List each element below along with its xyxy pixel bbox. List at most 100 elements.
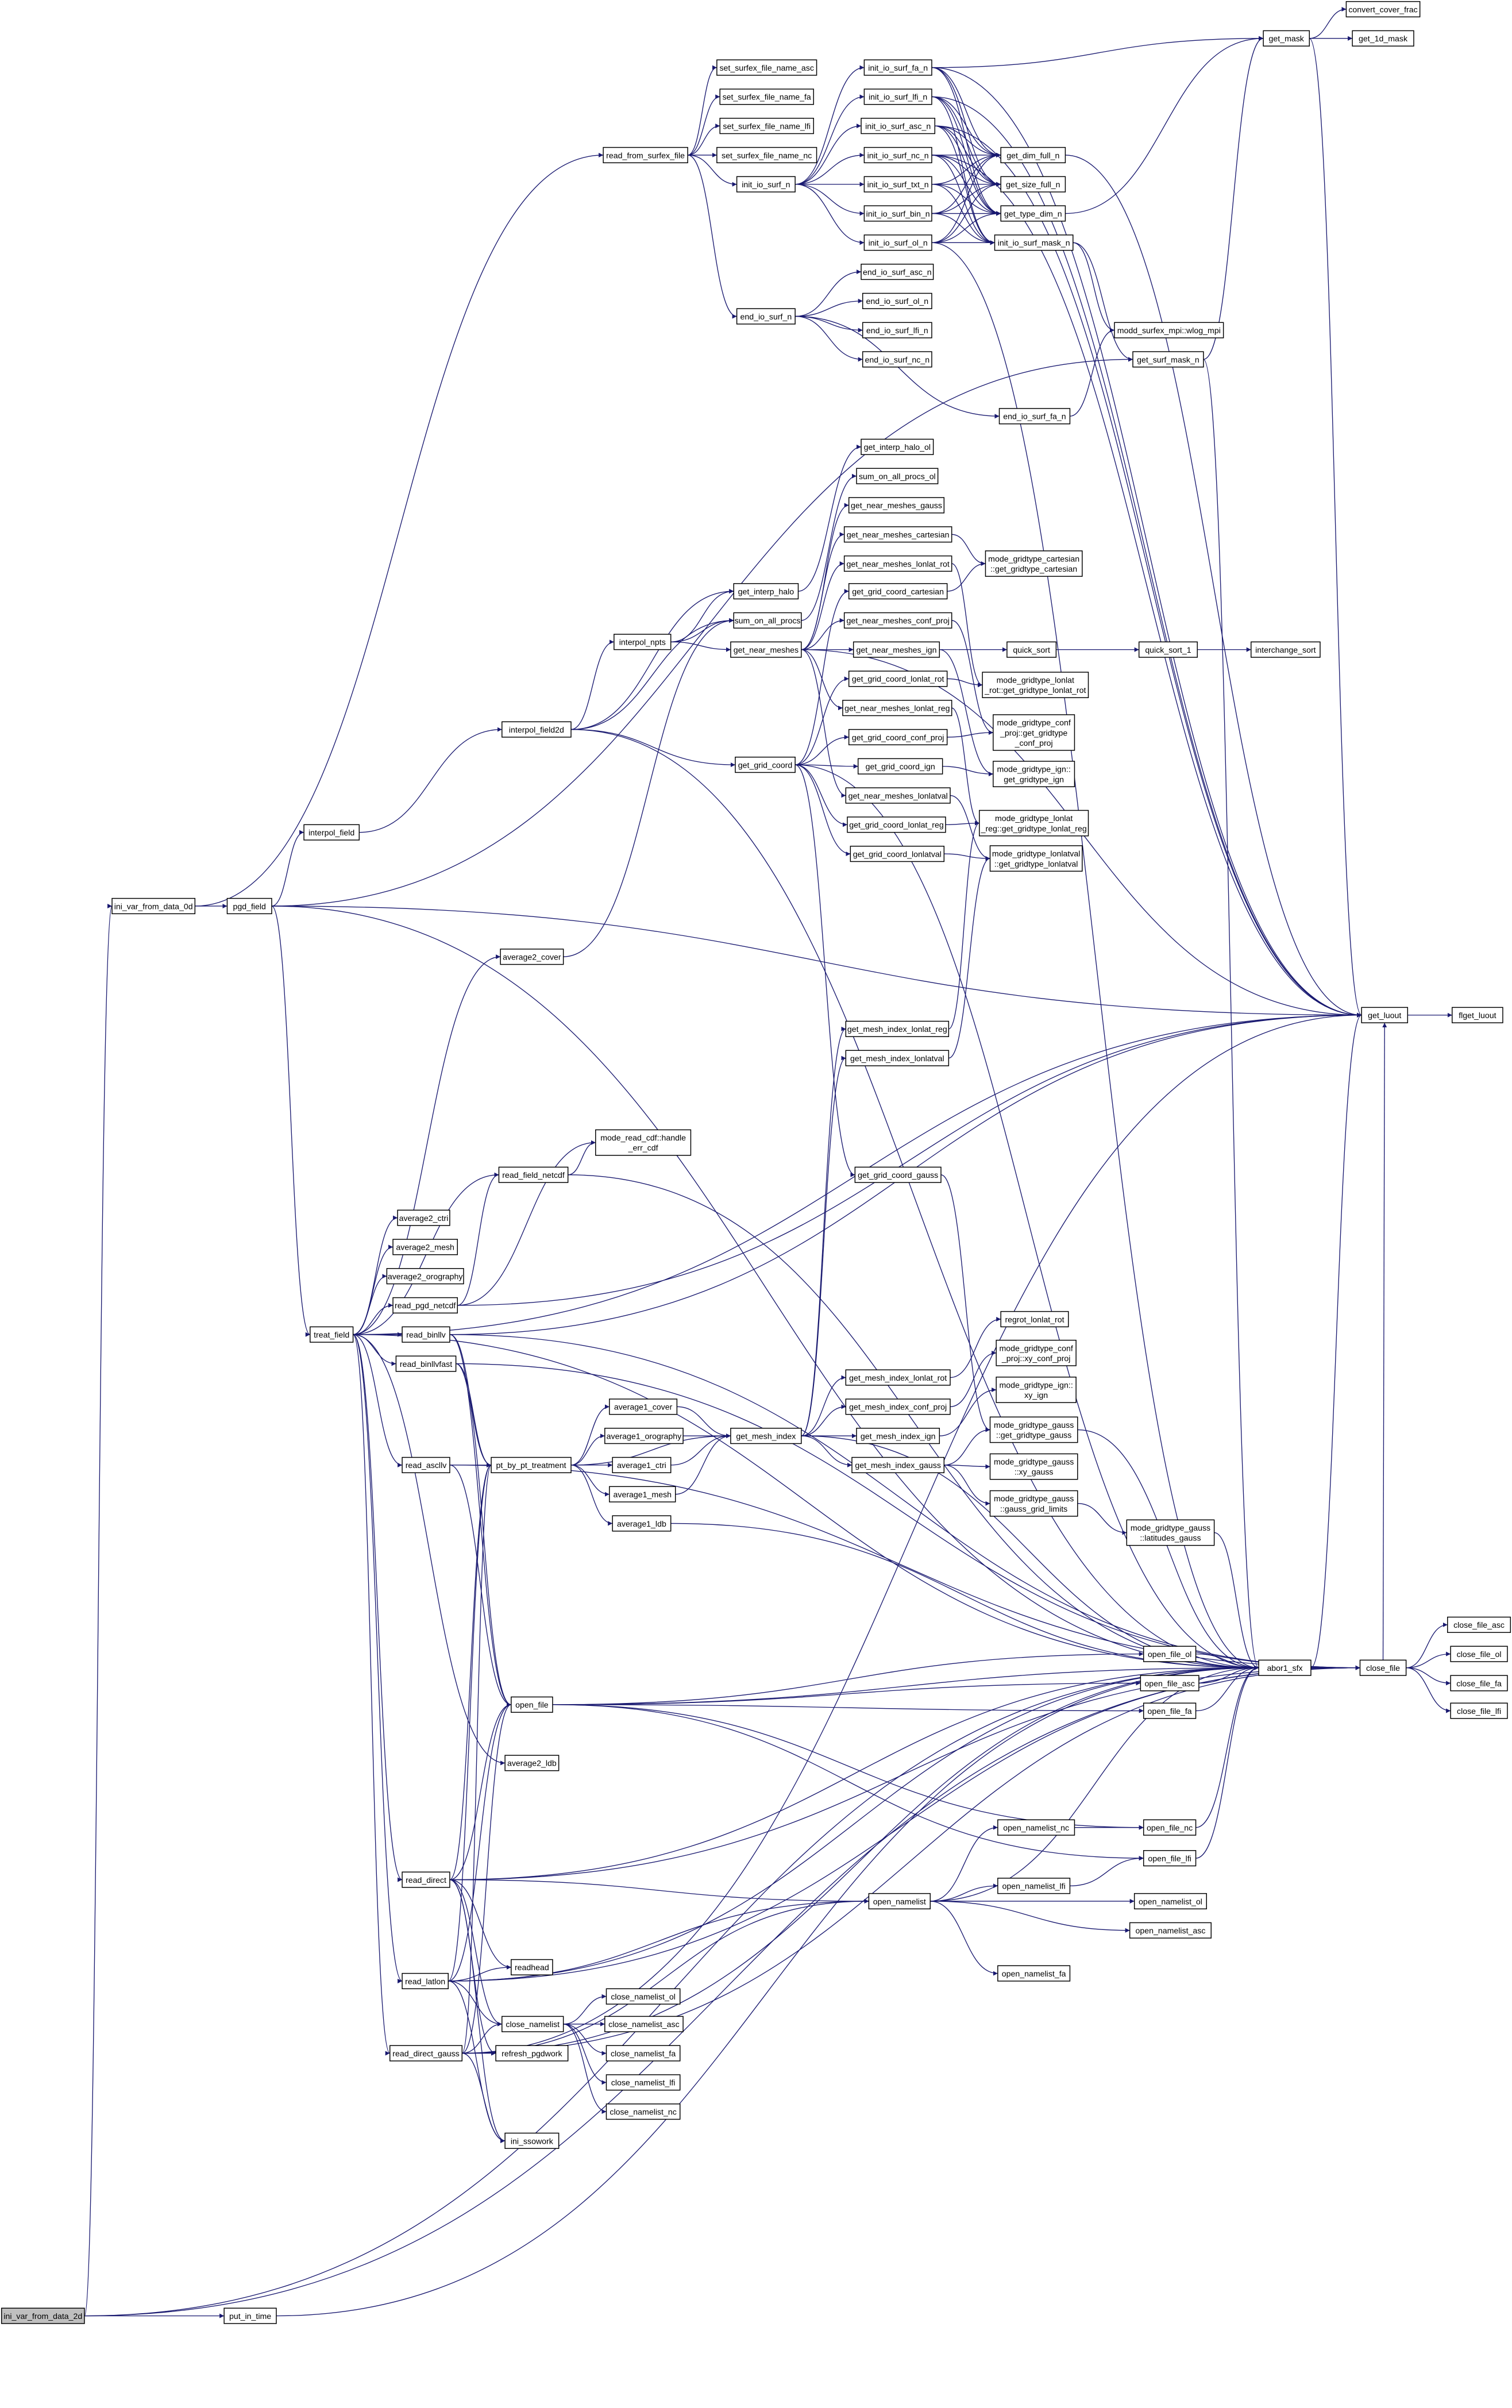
node-refresh-pgdwork[interactable]: refresh_pgdwork bbox=[495, 2045, 569, 2062]
node-init-io-surf-n[interactable]: init_io_surf_n bbox=[736, 176, 796, 192]
node-mode-gridtype-ign-get-gridtype-ign[interactable]: mode_gridtype_ign::get_gridtype_ign bbox=[993, 761, 1075, 788]
node-set-surfex-file-name-fa[interactable]: set_surfex_file_name_fa bbox=[719, 88, 814, 105]
node-open-file-lfi[interactable]: open_file_lfi bbox=[1143, 1850, 1197, 1867]
node-open-file-ol[interactable]: open_file_ol bbox=[1143, 1646, 1197, 1662]
node-quick-sort[interactable]: quick_sort bbox=[1006, 641, 1057, 658]
node-close-file-fa[interactable]: close_file_fa bbox=[1450, 1675, 1508, 1692]
node-close-namelist-fa[interactable]: close_namelist_fa bbox=[605, 2045, 681, 2062]
node-interpol-field2d[interactable]: interpol_field2d bbox=[502, 721, 572, 738]
node-get-grid-coord[interactable]: get_grid_coord bbox=[735, 756, 796, 773]
node-convert-cover-frac[interactable]: convert_cover_frac bbox=[1345, 1, 1421, 18]
node-read-binllvfast[interactable]: read_binllvfast bbox=[395, 1355, 457, 1372]
node-mode-gridtype-cartesian-get-gridtype-cartesian[interactable]: mode_gridtype_cartesian::get_gridtype_ca… bbox=[985, 550, 1083, 577]
node-read-direct-gauss[interactable]: read_direct_gauss bbox=[389, 2045, 463, 2062]
node-read-ascllv[interactable]: read_ascllv bbox=[402, 1457, 450, 1473]
node-read-direct[interactable]: read_direct bbox=[402, 1871, 450, 1888]
node-get-near-meshes-cartesian[interactable]: get_near_meshes_cartesian bbox=[843, 526, 952, 543]
node-regrot-lonlat-rot[interactable]: regrot_lonlat_rot bbox=[1000, 1311, 1069, 1328]
node-quick-sort-1[interactable]: quick_sort_1 bbox=[1138, 641, 1198, 658]
node-get-near-meshes-conf-proj[interactable]: get_near_meshes_conf_proj bbox=[843, 612, 952, 629]
node-get-grid-coord-gauss[interactable]: get_grid_coord_gauss bbox=[854, 1166, 942, 1183]
node-get-mesh-index-lonlat-rot[interactable]: get_mesh_index_lonlat_rot bbox=[845, 1369, 951, 1386]
node-mode-gridtype-gauss-get-gridtype-gauss[interactable]: mode_gridtype_gauss::get_gridtype_gauss bbox=[989, 1416, 1078, 1443]
node-open-file[interactable]: open_file bbox=[511, 1696, 553, 1713]
node-open-namelist-lfi[interactable]: open_namelist_lfi bbox=[997, 1878, 1071, 1894]
node-mode-gridtype-conf-proj-xy-conf-proj[interactable]: mode_gridtype_conf_proj::xy_conf_proj bbox=[996, 1339, 1077, 1366]
node-open-namelist-ol[interactable]: open_namelist_ol bbox=[1133, 1893, 1207, 1910]
node-open-file-nc[interactable]: open_file_nc bbox=[1143, 1819, 1197, 1836]
node-get-mesh-index-gauss[interactable]: get_mesh_index_gauss bbox=[851, 1457, 945, 1473]
node-ini-var-from-data-2d[interactable]: ini_var_from_data_2d bbox=[1, 2307, 85, 2324]
node-pt-by-pt-treatment[interactable]: pt_by_pt_treatment bbox=[491, 1457, 572, 1473]
node-end-io-surf-asc-n[interactable]: end_io_surf_asc_n bbox=[861, 263, 934, 280]
node-get-near-meshes-lonlat-reg[interactable]: get_near_meshes_lonlat_reg bbox=[842, 700, 952, 716]
node-open-namelist-fa[interactable]: open_namelist_fa bbox=[997, 1965, 1071, 1982]
node-open-namelist-nc[interactable]: open_namelist_nc bbox=[997, 1819, 1075, 1836]
node-get-near-meshes[interactable]: get_near_meshes bbox=[730, 641, 802, 658]
node-get-grid-coord-lonlatval[interactable]: get_grid_coord_lonlatval bbox=[850, 845, 945, 862]
node-open-namelist-asc[interactable]: open_namelist_asc bbox=[1129, 1922, 1212, 1939]
node-init-io-surf-fa-n[interactable]: init_io_surf_fa_n bbox=[863, 59, 932, 76]
node-read-field-netcdf[interactable]: read_field_netcdf bbox=[498, 1166, 569, 1183]
node-mode-gridtype-gauss-gauss-grid-limits[interactable]: mode_gridtype_gauss::gauss_grid_limits bbox=[989, 1490, 1078, 1517]
node-init-io-surf-lfi-n[interactable]: init_io_surf_lfi_n bbox=[863, 88, 932, 105]
node-read-pgd-netcdf[interactable]: read_pgd_netcdf bbox=[392, 1297, 458, 1314]
node-abor1-sfx[interactable]: abor1_sfx bbox=[1258, 1659, 1312, 1676]
node-get-grid-coord-conf-proj[interactable]: get_grid_coord_conf_proj bbox=[848, 729, 948, 746]
node-get-mesh-index-ign[interactable]: get_mesh_index_ign bbox=[856, 1427, 940, 1444]
node-get-near-meshes-gauss[interactable]: get_near_meshes_gauss bbox=[848, 497, 945, 514]
node-get-dim-full-n[interactable]: get_dim_full_n bbox=[1000, 147, 1066, 164]
node-get-luout[interactable]: get_luout bbox=[1361, 1007, 1409, 1023]
node-average2-mesh[interactable]: average2_mesh bbox=[392, 1239, 458, 1255]
node-init-io-surf-mask-n[interactable]: init_io_surf_mask_n bbox=[994, 234, 1074, 251]
node-read-binllv[interactable]: read_binllv bbox=[402, 1326, 450, 1343]
node-get-near-meshes-ign[interactable]: get_near_meshes_ign bbox=[853, 641, 940, 658]
node-init-io-surf-asc-n[interactable]: init_io_surf_asc_n bbox=[861, 118, 936, 134]
node-init-io-surf-bin-n[interactable]: init_io_surf_bin_n bbox=[863, 205, 932, 222]
node-modd-surfex-mpi-wlog-mpi[interactable]: modd_surfex_mpi::wlog_mpi bbox=[1114, 322, 1224, 338]
node-get-mask[interactable]: get_mask bbox=[1263, 30, 1310, 47]
node-get-mesh-index[interactable]: get_mesh_index bbox=[730, 1427, 802, 1444]
node-mode-gridtype-gauss-xy-gauss[interactable]: mode_gridtype_gauss::xy_gauss bbox=[989, 1453, 1078, 1480]
node-end-io-surf-lfi-n[interactable]: end_io_surf_lfi_n bbox=[862, 322, 932, 338]
node-mode-gridtype-lonlatval-get-gridtype-lonlatval[interactable]: mode_gridtype_lonlatval::get_gridtype_lo… bbox=[989, 845, 1083, 872]
node-average2-ldb[interactable]: average2_ldb bbox=[504, 1755, 560, 1771]
node-sum-on-all-procs-ol[interactable]: sum_on_all_procs_ol bbox=[856, 468, 939, 484]
node-mode-gridtype-conf-proj-get-gridtype-conf-proj[interactable]: mode_gridtype_conf_proj::get_gridtype_co… bbox=[993, 714, 1075, 751]
node-average1-ctri[interactable]: average1_ctri bbox=[612, 1457, 672, 1473]
node-flget-luout[interactable]: flget_luout bbox=[1452, 1007, 1503, 1023]
node-interpol-field[interactable]: interpol_field bbox=[303, 824, 360, 841]
node-mode-gridtype-gauss-latitudes-gauss[interactable]: mode_gridtype_gauss::latitudes_gauss bbox=[1126, 1519, 1215, 1546]
node-mode-gridtype-ign-xy-ign[interactable]: mode_gridtype_ign::xy_ign bbox=[996, 1376, 1077, 1403]
node-close-namelist-ol[interactable]: close_namelist_ol bbox=[605, 1988, 681, 2005]
node-put-in-time[interactable]: put_in_time bbox=[223, 2307, 277, 2324]
node-mode-gridtype-lonlat-reg-get-gridtype-lonlat-reg[interactable]: mode_gridtype_lonlat_reg::get_gridtype_l… bbox=[979, 810, 1089, 837]
node-close-file[interactable]: close_file bbox=[1359, 1659, 1407, 1676]
node-get-mesh-index-lonlat-reg[interactable]: get_mesh_index_lonlat_reg bbox=[845, 1020, 950, 1037]
node-sum-on-all-procs[interactable]: sum_on_all_procs bbox=[733, 612, 802, 629]
node-end-io-surf-fa-n[interactable]: end_io_surf_fa_n bbox=[998, 408, 1071, 425]
node-close-namelist[interactable]: close_namelist bbox=[502, 2016, 564, 2032]
node-get-grid-coord-lonlat-reg[interactable]: get_grid_coord_lonlat_reg bbox=[847, 816, 946, 833]
node-average1-mesh[interactable]: average1_mesh bbox=[609, 1486, 676, 1502]
node-read-latlon[interactable]: read_latlon bbox=[402, 1972, 449, 1990]
node-ini-ssowork[interactable]: ini_ssowork bbox=[504, 2132, 560, 2149]
node-average1-ldb[interactable]: average1_ldb bbox=[612, 1515, 672, 1532]
node-interchange-sort[interactable]: interchange_sort bbox=[1251, 641, 1321, 658]
node-get-1d-mask[interactable]: get_1d_mask bbox=[1352, 30, 1414, 47]
node-end-io-surf-ol-n[interactable]: end_io_surf_ol_n bbox=[862, 292, 932, 309]
node-end-io-surf-nc-n[interactable]: end_io_surf_nc_n bbox=[862, 351, 932, 368]
node-interpol-npts[interactable]: interpol_npts bbox=[614, 634, 672, 650]
node-get-mesh-index-conf-proj[interactable]: get_mesh_index_conf_proj bbox=[845, 1398, 951, 1415]
node-close-namelist-nc[interactable]: close_namelist_nc bbox=[605, 2103, 681, 2120]
node-set-surfex-file-name-nc[interactable]: set_surfex_file_name_nc bbox=[716, 147, 817, 164]
node-close-file-asc[interactable]: close_file_asc bbox=[1447, 1616, 1511, 1633]
node-get-interp-halo-ol[interactable]: get_interp_halo_ol bbox=[861, 438, 934, 455]
node-treat-field[interactable]: treat_field bbox=[310, 1326, 354, 1343]
node-read-from-surfex-file[interactable]: read_from_surfex_file bbox=[603, 147, 688, 164]
node-get-grid-coord-lonlat-rot[interactable]: get_grid_coord_lonlat_rot bbox=[848, 671, 948, 687]
node-set-surfex-file-name-lfi[interactable]: set_surfex_file_name_lfi bbox=[719, 118, 814, 134]
node-close-namelist-lfi[interactable]: close_namelist_lfi bbox=[605, 2074, 681, 2091]
node-get-near-meshes-lonlatval[interactable]: get_near_meshes_lonlatval bbox=[845, 787, 951, 804]
node-pgd-field[interactable]: pgd_field bbox=[226, 897, 272, 915]
